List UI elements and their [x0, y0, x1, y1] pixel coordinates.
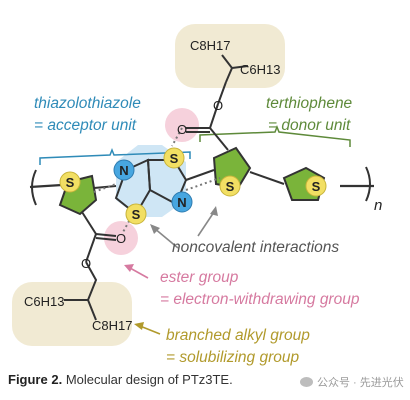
formula-top-c6h13: C6H13: [240, 62, 280, 77]
oxygen-halo-top: [165, 108, 199, 142]
wechat-icon: [300, 377, 313, 387]
sulfur-atom: [219, 175, 241, 197]
watermark: 公众号 · 先进光伏: [300, 374, 404, 390]
atom-o-label: O: [116, 231, 126, 246]
atom-s-label: S: [66, 175, 75, 190]
ester-bottom-co2: [95, 237, 117, 241]
atom-s-label: S: [132, 207, 141, 222]
atom-o-label: O: [213, 98, 223, 113]
donor-label-line1: terthiophene: [266, 95, 353, 112]
formula-top-c8h17: C8H17: [190, 38, 230, 53]
sulfur-atom: [59, 171, 81, 193]
noncovalent-line-4: [185, 177, 221, 191]
noncovalent-line-3: [121, 211, 135, 235]
arrow-noncovalent-1: [153, 227, 179, 249]
ester-top-oxy: [209, 103, 219, 129]
arrowhead: [124, 264, 134, 272]
bond-thiophene-acceptor: [93, 185, 117, 189]
watermark-text: 公众号 · 先进光伏: [317, 377, 404, 389]
nitrogen-atom: [171, 191, 193, 213]
arrowhead: [210, 206, 218, 216]
ester-top-bond-1: [209, 127, 229, 151]
atom-s-label: S: [312, 179, 321, 194]
atom-n-label: N: [119, 163, 128, 178]
ester-label-line2: = electron-withdrawing group: [160, 291, 360, 308]
nitrogen-atom: [113, 159, 135, 181]
figure-caption: Figure 2. Molecular design of PTz3TE.: [8, 372, 233, 387]
alkyl-bottom-chain: [64, 261, 98, 321]
arrow-ester: [129, 267, 149, 279]
atom-o-label: O: [81, 256, 91, 271]
alkyl-label-line2: = solubilizing group: [166, 349, 300, 366]
left-chain-bond: [29, 183, 63, 189]
sulfur-atom: [125, 203, 147, 225]
thiazole-left-ring: [114, 158, 152, 216]
atom-s-label: S: [226, 179, 235, 194]
noncovalent-line-1: [171, 127, 183, 147]
donor-label-line2: = donor unit: [268, 117, 351, 134]
ester-top-chain: [217, 81, 227, 105]
acceptor-label-line1: thiazolothiazole: [34, 95, 141, 112]
atom-o-label: O: [177, 122, 187, 137]
right-repeat-bracket: [365, 166, 371, 202]
bond-acceptor-thiophene: [185, 169, 215, 181]
formula-bottom-c6h13: C6H13: [24, 294, 64, 309]
noncovalent-label: noncovalent interactions: [172, 239, 340, 256]
formula-bottom-c8h17: C8H17: [92, 318, 132, 333]
sulfur-atom: [163, 147, 185, 169]
arrow-alkyl: [139, 325, 161, 335]
oxygen-halo-bottom: [104, 221, 138, 255]
acceptor-label-line2: = acceptor unit: [34, 117, 137, 134]
sulfur-atom: [305, 175, 327, 197]
arrowhead: [134, 322, 144, 330]
ester-label-line1: ester group: [160, 269, 239, 286]
ester-bottom-oxy: [85, 233, 97, 263]
top-alkyl-highlight: [175, 24, 285, 88]
bond-thiophene-thiophene: [249, 171, 285, 185]
atom-n-label: N: [177, 195, 186, 210]
bottom-alkyl-highlight: [12, 282, 132, 346]
repeat-subscript-n: n: [374, 197, 382, 214]
caption-prefix: Figure 2.: [8, 372, 63, 387]
ester-bottom-bond-1: [81, 211, 97, 235]
noncovalent-line-2: [93, 183, 117, 193]
ester-bottom-co: [95, 233, 117, 237]
donor-bracket: [199, 124, 351, 147]
alkyl-top-chain: [221, 54, 249, 83]
arrow-noncovalent-2: [197, 211, 215, 237]
caption-text: Molecular design of PTz3TE.: [65, 372, 233, 387]
alkyl-label-line1: branched alkyl group: [166, 327, 310, 344]
atom-s-label: S: [170, 151, 179, 166]
arrowhead: [150, 224, 160, 234]
acceptor-bracket: [39, 147, 191, 165]
